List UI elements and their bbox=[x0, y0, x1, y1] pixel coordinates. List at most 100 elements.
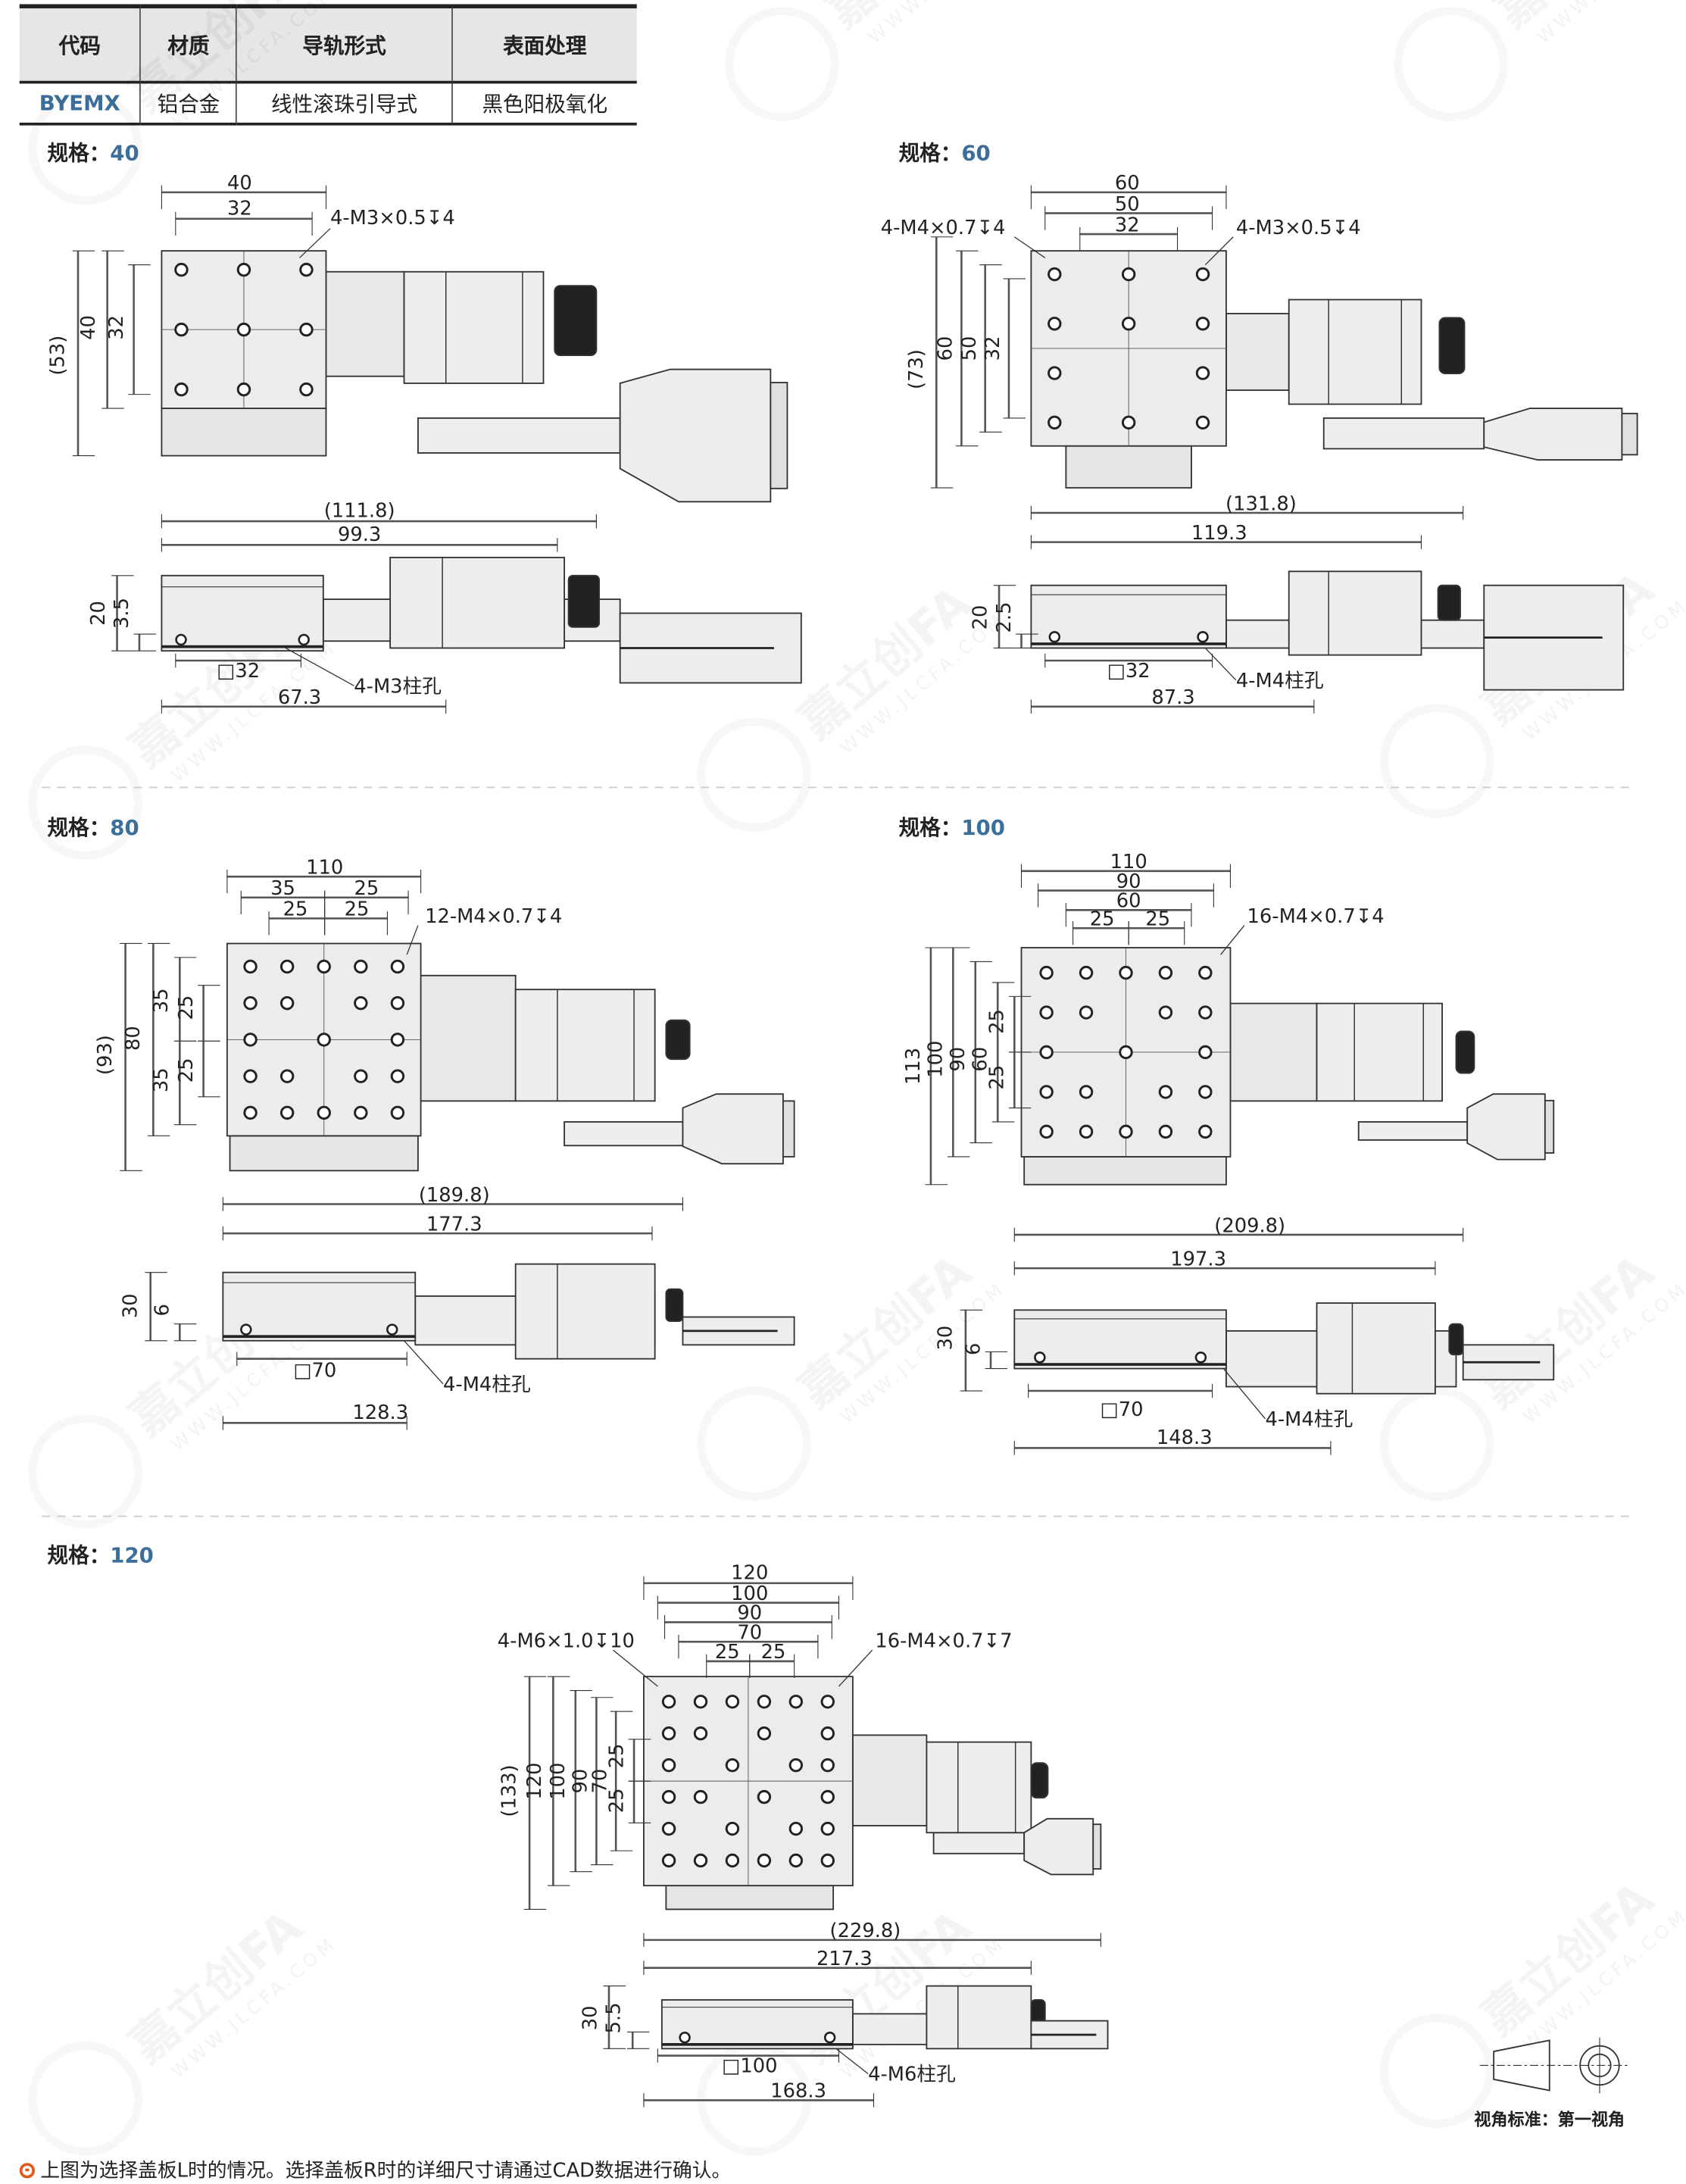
mounting-hole-icon bbox=[788, 1758, 804, 1773]
spec-table-row: BYEMX 铝合金 线性滚珠引导式 黑色阳极氧化 bbox=[19, 82, 637, 126]
connector-housing bbox=[682, 1093, 784, 1165]
dimension-label: 25 bbox=[605, 1744, 628, 1769]
connector-housing bbox=[1023, 1817, 1094, 1876]
mounting-hole-icon bbox=[1158, 965, 1173, 980]
stepper-motor bbox=[1288, 298, 1422, 405]
dimension-label: 16-M4×0.7↧4 bbox=[1247, 905, 1385, 928]
mounting-hole-icon bbox=[243, 959, 258, 974]
stage-base bbox=[1023, 1156, 1227, 1186]
header-guide-type: 导轨形式 bbox=[236, 4, 452, 84]
spec-title-value: 120 bbox=[110, 1542, 154, 1567]
mounting-hole-icon bbox=[354, 1105, 368, 1120]
dimension-label: 87.3 bbox=[1151, 686, 1194, 709]
watermark: 嘉立创FAWWW.JLCFA.COM bbox=[1471, 1870, 1686, 2054]
mounting-hole-icon bbox=[1039, 965, 1054, 980]
mounting-hole-icon bbox=[1195, 267, 1210, 282]
dimension-label: 197.3 bbox=[1170, 1248, 1226, 1270]
mounting-hole-icon bbox=[1048, 317, 1062, 331]
spec-title-label: 规格： bbox=[48, 1542, 111, 1567]
dimension-label: 40 bbox=[77, 315, 100, 340]
dimension-label: □32 bbox=[217, 660, 260, 683]
dimension-label: 2.5 bbox=[993, 602, 1016, 633]
dimension-label: 4-M3柱孔 bbox=[354, 675, 442, 698]
mounting-hole-icon bbox=[1039, 1005, 1054, 1020]
connector-housing bbox=[1483, 408, 1623, 461]
connector-housing bbox=[1466, 1093, 1546, 1161]
dimension-label: 60 bbox=[1116, 890, 1141, 913]
view-standard-label: 视角标准：第一视角 bbox=[1474, 2110, 1625, 2130]
stage-body-side bbox=[1030, 584, 1227, 649]
lead-rail-side bbox=[851, 2013, 938, 2045]
stage-base bbox=[161, 408, 327, 457]
mounting-hole-icon bbox=[174, 262, 189, 277]
dimension-label: 4-M6柱孔 bbox=[868, 2064, 956, 2086]
dimension-label: 50 bbox=[1115, 193, 1140, 216]
leader-line bbox=[835, 2048, 869, 2074]
spec-title-value: 80 bbox=[110, 815, 139, 840]
adjust-knob-icon bbox=[1030, 1762, 1049, 1799]
dimension-label: 30 bbox=[579, 2005, 601, 2030]
dimension-label: 70 bbox=[737, 1621, 762, 1644]
adjust-knob-side-icon bbox=[567, 574, 600, 628]
dimension-label: 90 bbox=[737, 1602, 762, 1625]
dimension-label: 217.3 bbox=[816, 1948, 873, 1970]
mounting-hole-icon bbox=[820, 1726, 835, 1741]
mounting-hole-icon bbox=[390, 1069, 405, 1083]
watermark: 嘉立创FAWWW.JLCFA.COM bbox=[120, 0, 342, 132]
stepper-motor-side bbox=[389, 556, 565, 649]
header-code: 代码 bbox=[19, 4, 141, 84]
cell-guide-type: 线性滚珠引导式 bbox=[236, 82, 452, 126]
mounting-hole-icon bbox=[820, 1695, 835, 1709]
mounting-hole-icon bbox=[243, 1105, 258, 1120]
mounting-hole-icon bbox=[236, 262, 251, 277]
dimension-label: (189.8) bbox=[419, 1184, 490, 1207]
cable-arm bbox=[1322, 417, 1485, 450]
mounting-hole-icon bbox=[693, 1789, 708, 1804]
counterbore-hole-icon bbox=[1197, 631, 1209, 643]
lead-rail bbox=[1225, 313, 1290, 392]
spec-title-label: 规格： bbox=[899, 141, 962, 166]
cable-arm bbox=[417, 417, 621, 454]
dimension-label: 25 bbox=[354, 877, 379, 900]
leader-line bbox=[1222, 1368, 1266, 1420]
counterbore-hole-icon bbox=[1194, 1351, 1207, 1364]
dimension-label: 90 bbox=[570, 1769, 592, 1794]
adjust-knob-icon bbox=[1438, 317, 1466, 374]
dimension-label: □32 bbox=[1107, 660, 1151, 683]
mounting-hole-icon bbox=[354, 959, 368, 974]
spec-title: 规格：120 bbox=[48, 1542, 154, 1567]
dimension-label: 12-M4×0.7↧4 bbox=[425, 905, 562, 928]
dimension-label: 120 bbox=[523, 1763, 546, 1800]
dimension-label: (131.8) bbox=[1225, 492, 1297, 515]
projection-cone bbox=[1493, 2039, 1550, 2092]
spec-title-label: 规格： bbox=[48, 141, 111, 166]
stage-body-side bbox=[161, 574, 324, 652]
dimension-label: 120 bbox=[731, 1561, 768, 1584]
mounting-hole-icon bbox=[390, 959, 405, 974]
mounting-hole-icon bbox=[1039, 1045, 1054, 1060]
connector-housing bbox=[619, 368, 772, 503]
dimension-label: 3.5 bbox=[111, 598, 133, 629]
watermark: 嘉立创FAWWW.JLCFA.COM bbox=[120, 1898, 342, 2082]
lead-rail bbox=[1229, 1002, 1318, 1102]
cell-material: 铝合金 bbox=[139, 82, 237, 126]
mounting-hole-icon bbox=[299, 382, 314, 397]
mounting-hole-icon bbox=[1079, 965, 1094, 980]
mounting-hole-icon bbox=[1195, 366, 1210, 380]
mounting-hole-icon bbox=[243, 995, 258, 1011]
mounting-hole-icon bbox=[1121, 415, 1136, 430]
leader-line bbox=[1204, 648, 1237, 681]
dimension-label: 113 bbox=[902, 1048, 925, 1085]
dimension-label: 60 bbox=[969, 1047, 992, 1072]
mounting-hole-icon bbox=[725, 1853, 740, 1868]
mounting-hole-icon bbox=[1198, 1085, 1213, 1099]
stage-base bbox=[665, 1885, 835, 1911]
dimension-label: 119.3 bbox=[1191, 522, 1247, 545]
dimension-label: 5.5 bbox=[603, 2002, 626, 2033]
connector-plug bbox=[782, 1100, 795, 1158]
